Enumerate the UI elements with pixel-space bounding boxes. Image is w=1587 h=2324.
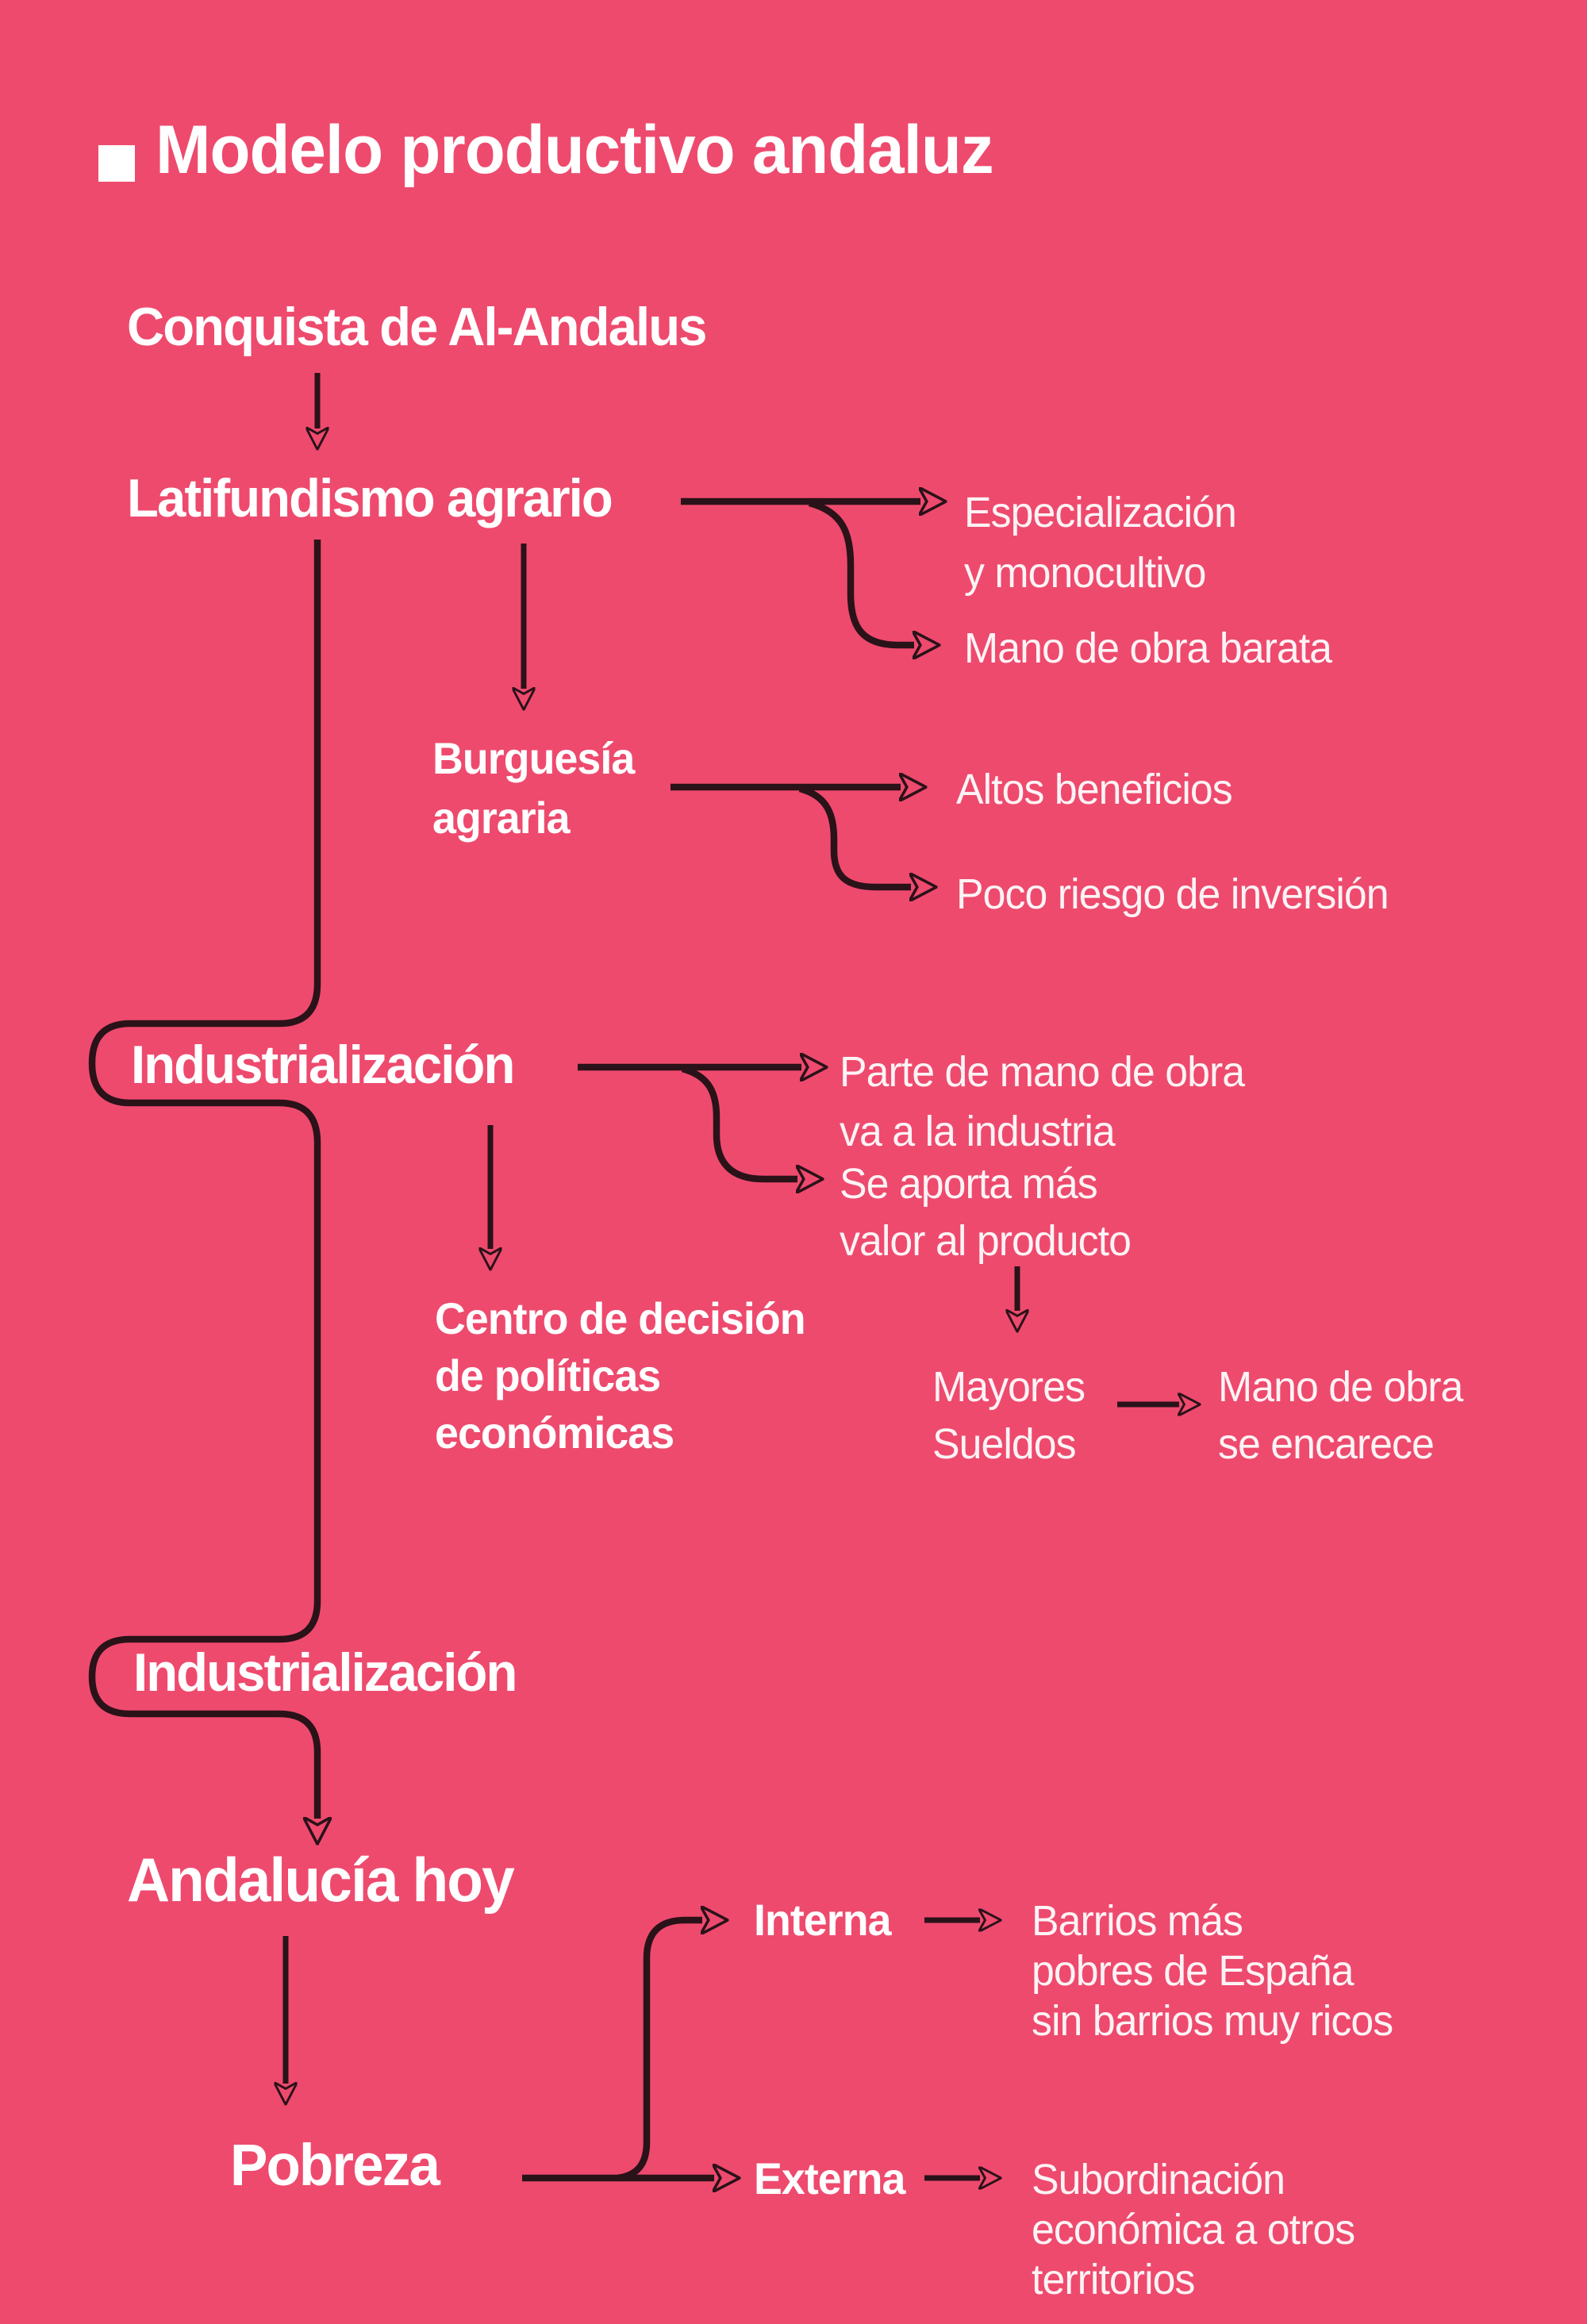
node-industrializacion-2: Industrialización bbox=[133, 1642, 517, 1703]
node-se-aporta: Se aporta más valor al producto bbox=[840, 1155, 1132, 1270]
line-latifundismo-bypass-to-andalucia bbox=[88, 540, 317, 1819]
node-industrializacion-1: Industrialización bbox=[131, 1035, 515, 1095]
node-especializacion: Especialización y monocultivo bbox=[964, 482, 1237, 603]
node-centro-decision: Centro de decisión de políticas económic… bbox=[435, 1290, 806, 1462]
node-mano-obra-encarece-line1: Mano de obra bbox=[1218, 1363, 1463, 1411]
node-centro-decision-line3: económicas bbox=[435, 1408, 674, 1458]
node-burguesia-line1: Burguesía bbox=[432, 733, 635, 783]
node-poco-riesgo: Poco riesgo de inversión bbox=[956, 870, 1389, 918]
node-burguesia-line2: agraria bbox=[432, 793, 571, 843]
node-subordinacion-line2: económica a otros bbox=[1032, 2206, 1355, 2253]
node-interna: Interna bbox=[754, 1895, 891, 1945]
branch-to-mano-de-obra-barata bbox=[808, 499, 914, 645]
node-conquista: Conquista de Al-Andalus bbox=[127, 297, 707, 357]
node-mayores-sueldos-line2: Sueldos bbox=[932, 1420, 1077, 1468]
title-bullet-square bbox=[98, 145, 135, 182]
node-se-aporta-line1: Se aporta más bbox=[840, 1160, 1098, 1208]
node-burguesia: Burguesía agraria bbox=[432, 728, 635, 847]
node-barrios: Barrios más pobres de España sin barrios… bbox=[1032, 1896, 1393, 2046]
node-parte-mano-obra: Parte de mano de obra va a la industria bbox=[840, 1043, 1245, 1162]
node-mano-obra-encarece-line2: se encarece bbox=[1218, 1420, 1435, 1468]
node-subordinacion-line1: Subordinación bbox=[1032, 2156, 1285, 2203]
node-especializacion-line2: y monocultivo bbox=[964, 549, 1206, 597]
node-externa: Externa bbox=[754, 2153, 905, 2203]
node-altos-beneficios: Altos beneficios bbox=[956, 766, 1233, 813]
node-mano-obra-encarece: Mano de obra se encarece bbox=[1218, 1358, 1463, 1473]
node-latifundismo: Latifundismo agrario bbox=[127, 468, 613, 528]
node-centro-decision-line1: Centro de decisión bbox=[435, 1293, 806, 1343]
node-subordinacion-line3: territorios bbox=[1032, 2256, 1195, 2303]
node-andalucia-hoy: Andalucía hoy bbox=[127, 1845, 515, 1915]
node-subordinacion: Subordinación económica a otros territor… bbox=[1032, 2155, 1355, 2305]
node-mayores-sueldos-line1: Mayores bbox=[932, 1363, 1086, 1411]
branch-to-se-aporta bbox=[681, 1065, 797, 1179]
node-barrios-line3: sin barrios muy ricos bbox=[1032, 1997, 1393, 2045]
node-especializacion-line1: Especialización bbox=[964, 489, 1237, 536]
branch-pobreza-to-interna bbox=[617, 1920, 702, 2182]
node-mayores-sueldos: Mayores Sueldos bbox=[932, 1358, 1086, 1473]
node-pobreza: Pobreza bbox=[230, 2132, 440, 2198]
branch-to-poco-riesgo bbox=[798, 785, 911, 887]
node-mano-obra-barata: Mano de obra barata bbox=[964, 624, 1332, 672]
node-barrios-line1: Barrios más bbox=[1032, 1897, 1243, 1945]
node-parte-mano-obra-line2: va a la industria bbox=[840, 1108, 1116, 1155]
node-centro-decision-line2: de políticas bbox=[435, 1350, 661, 1400]
page-title: Modelo productivo andaluz bbox=[156, 112, 994, 188]
node-barrios-line2: pobres de España bbox=[1032, 1947, 1354, 1995]
node-se-aporta-line2: valor al producto bbox=[840, 1217, 1132, 1265]
node-parte-mano-obra-line1: Parte de mano de obra bbox=[840, 1048, 1245, 1096]
